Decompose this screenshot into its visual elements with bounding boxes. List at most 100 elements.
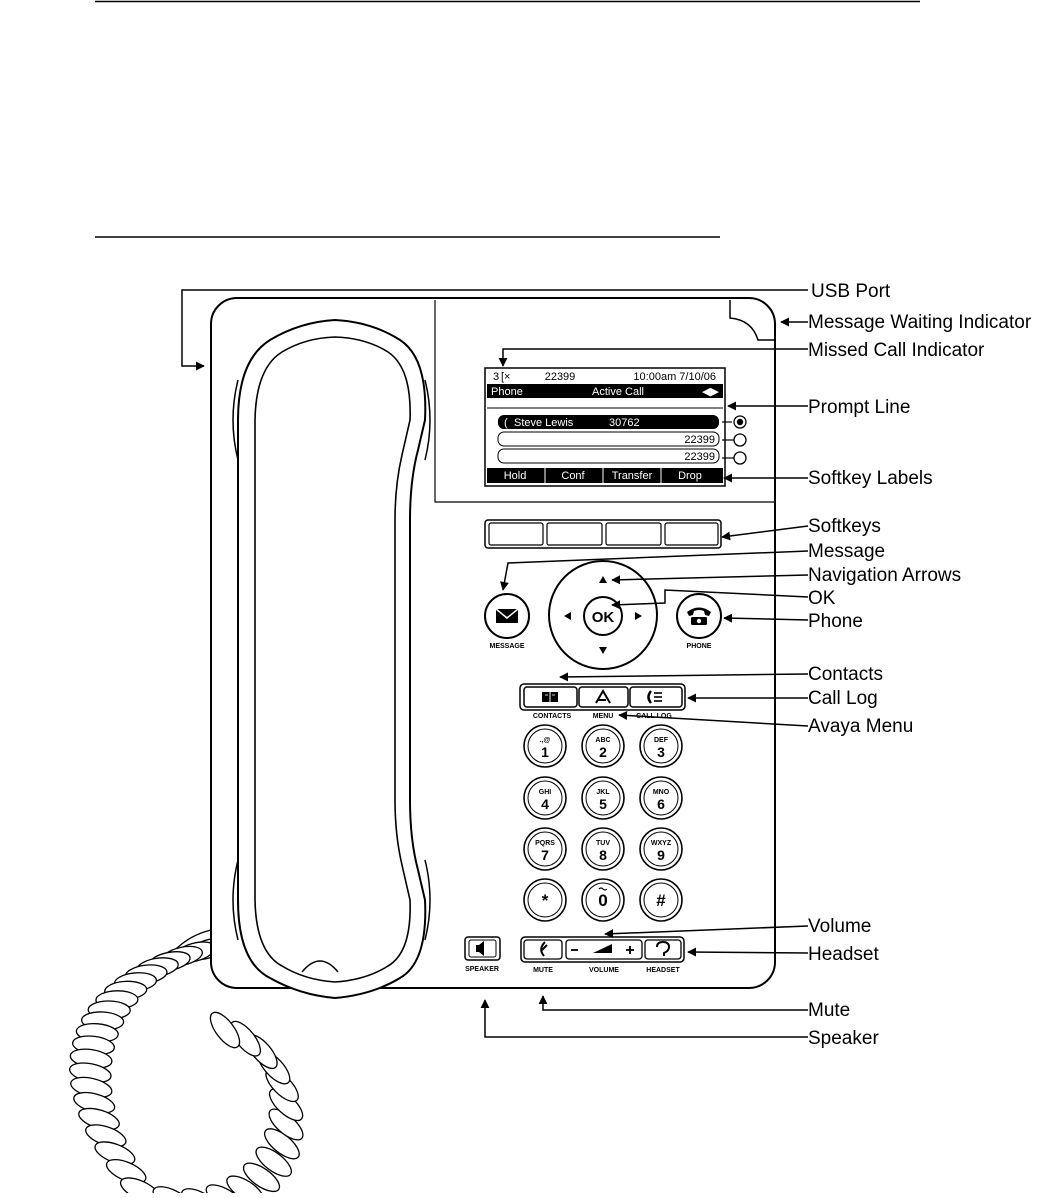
keypad-key-number: 2	[599, 744, 607, 760]
avaya-menu-button[interactable]	[578, 686, 629, 708]
callout-speaker: Speaker	[808, 1028, 879, 1049]
callout-mute: Mute	[808, 1000, 850, 1021]
nav-right-arrow-icon[interactable]	[635, 612, 642, 620]
callout-ok: OK	[808, 588, 836, 609]
speaker-icon	[476, 941, 484, 956]
avaya-logo-icon	[595, 689, 611, 704]
headset-icon	[656, 940, 671, 956]
callout-avaya-menu: Avaya Menu	[808, 716, 913, 737]
headset-label: HEADSET	[646, 967, 680, 974]
line-appearance-3[interactable]	[497, 448, 720, 464]
callout-phone: Phone	[808, 611, 863, 632]
softkey-label-4: Drop	[678, 470, 702, 482]
keypad-key-letters: .,@	[540, 737, 551, 744]
nav-up-arrow-icon[interactable]	[599, 576, 607, 583]
phone-button[interactable]: PHONE	[676, 593, 722, 650]
softkey-2-button[interactable]	[546, 522, 603, 546]
message-label: MESSAGE	[489, 643, 524, 650]
screen-extension: 22399	[545, 371, 576, 383]
keypad-key-number: 0	[598, 891, 607, 910]
nav-down-arrow-icon[interactable]	[599, 647, 607, 654]
keypad-key-number: 5	[599, 796, 607, 812]
prompt-left: Phone	[491, 386, 523, 398]
missed-call-count: 3	[493, 371, 499, 383]
softkey-label-1: Hold	[504, 470, 527, 482]
callout-softkey-labels: Softkey Labels	[808, 468, 933, 489]
keypad-key-letters: WXYZ	[651, 840, 672, 847]
nav-left-arrow-icon[interactable]	[564, 612, 571, 620]
line-appearance-2[interactable]	[497, 431, 720, 447]
contacts-book-icon	[542, 692, 558, 702]
softkey-3-button[interactable]	[605, 522, 662, 546]
line-2-indicator	[733, 433, 747, 447]
keypad-key-number: 4	[541, 796, 549, 812]
volume-up-icon	[626, 946, 634, 954]
line-2-number: 22399	[684, 434, 715, 446]
line-1-call-icon: (	[504, 417, 508, 429]
keypad-key-0[interactable]: .,@1	[523, 724, 567, 768]
callout-usb-port: USB Port	[811, 281, 891, 302]
keypad-key-letters: GHI	[539, 789, 552, 796]
call-log-icon	[647, 690, 662, 704]
handset	[232, 318, 431, 1000]
telephone-icon	[687, 607, 711, 625]
softkey-label-3: Transfer	[612, 470, 653, 482]
keypad-key-number: *	[542, 891, 549, 910]
speaker-button[interactable]: SPEAKER	[464, 936, 501, 973]
callout-prompt-line: Prompt Line	[808, 397, 910, 418]
speaker-label: SPEAKER	[465, 966, 499, 973]
message-waiting-led	[729, 300, 775, 341]
softkey-4-button[interactable]	[664, 522, 719, 546]
line-1-name: Steve Lewis	[514, 417, 574, 429]
envelope-icon	[495, 608, 519, 623]
line-3-number: 22399	[684, 451, 715, 463]
line-indicators	[722, 415, 747, 465]
keypad-key-number: 7	[541, 847, 549, 863]
callout-message: Message	[808, 541, 885, 562]
keypad-key-letters: PQRS	[535, 840, 555, 847]
line-appearance-1[interactable]	[498, 415, 719, 429]
headset-button[interactable]	[644, 939, 682, 960]
message-button[interactable]: MESSAGE	[484, 593, 530, 650]
callout-message-waiting-indicator: Message Waiting Indicator	[808, 312, 1032, 333]
missed-call-icon: [×	[501, 371, 510, 383]
keypad-key-letters: ABC	[595, 737, 610, 744]
prompt-center: Active Call	[592, 386, 644, 398]
phone-label: PHONE	[687, 643, 712, 650]
audio-control-bar: MUTE VOLUME HEADSET	[520, 936, 685, 974]
keypad-key-letters: DEF	[654, 737, 669, 744]
keypad-key-number: 9	[657, 847, 665, 863]
callout-volume: Volume	[808, 916, 871, 937]
callout-call-log: Call Log	[808, 688, 878, 709]
navigation-cluster: OK	[548, 560, 658, 670]
callout-headset: Headset	[808, 944, 879, 965]
mute-icon	[540, 941, 548, 957]
callout-missed-call-indicator: Missed Call Indicator	[808, 340, 985, 361]
contacts-label: CONTACTS	[533, 713, 572, 720]
mute-label: MUTE	[533, 967, 553, 974]
ok-label: OK	[592, 609, 615, 626]
feature-buttons: CONTACTS MENU CALL LOG	[519, 683, 686, 720]
prompt-scroll-arrows-icon: ◀▶	[702, 386, 719, 398]
display-bezel	[434, 300, 775, 503]
keypad-key-letters: MNO	[653, 789, 670, 796]
callout-arrows	[181, 289, 809, 1038]
keypad-key-9[interactable]: *	[523, 878, 567, 922]
lcd-screen: 3 [× 22399 10:00am 7/10/06 Phone Active …	[484, 367, 726, 487]
softkey-1-button[interactable]	[488, 522, 544, 546]
keypad-key-11[interactable]: #	[639, 878, 683, 922]
menu-label: MENU	[593, 713, 614, 720]
softkey-label-2: Conf	[561, 470, 585, 482]
keypad-key-number: 1	[541, 744, 549, 760]
keypad-key-10[interactable]: 0	[581, 878, 625, 922]
